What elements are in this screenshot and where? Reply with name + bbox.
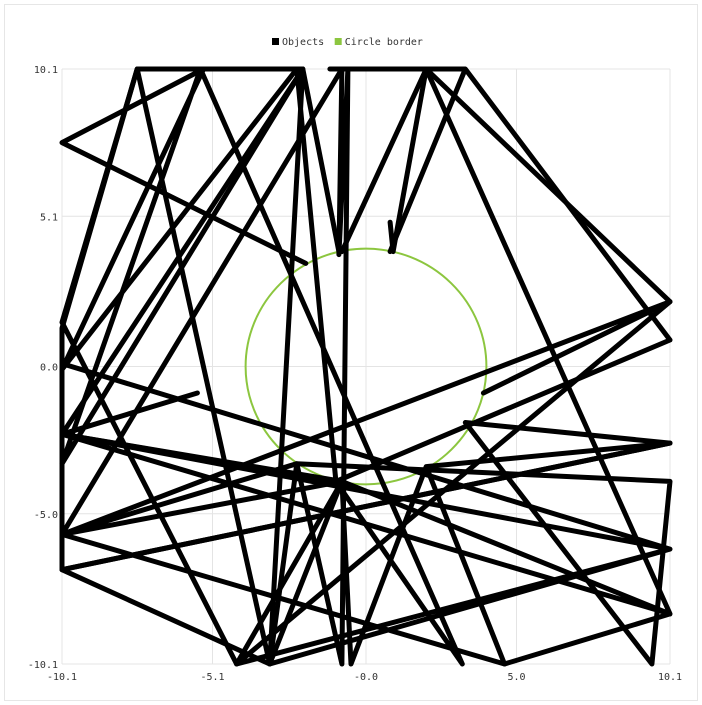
legend: Objects Circle border bbox=[272, 37, 423, 48]
x-tick-label: -0.0 bbox=[354, 672, 378, 683]
legend-swatch bbox=[272, 38, 279, 45]
x-tick-label: -10.1 bbox=[47, 672, 77, 683]
legend-label: Objects bbox=[282, 37, 324, 48]
x-tick-label: 5.0 bbox=[507, 672, 525, 683]
series-layer bbox=[59, 66, 673, 667]
y-tick-label: 0.0 bbox=[40, 363, 58, 374]
y-tick-label: -5.0 bbox=[34, 510, 58, 521]
legend-label: Circle border bbox=[345, 37, 423, 48]
y-tick-label: -10.1 bbox=[28, 660, 58, 671]
object-trajectory bbox=[59, 440, 673, 667]
object-trajectory bbox=[59, 66, 673, 537]
object-trajectory bbox=[59, 66, 673, 667]
y-tick-label: 10.1 bbox=[34, 65, 58, 76]
circle-border bbox=[244, 247, 488, 486]
legend-swatch bbox=[334, 38, 342, 45]
y-tick-label: 5.1 bbox=[40, 212, 58, 223]
x-tick-label: -5.1 bbox=[200, 672, 224, 683]
x-tick-label: 10.1 bbox=[658, 672, 682, 683]
axis-layer: -10.1 -5.1 -0.0 5.0 10.1 10.1 5.1 0.0 -5.0 -10.1 bbox=[28, 65, 682, 683]
